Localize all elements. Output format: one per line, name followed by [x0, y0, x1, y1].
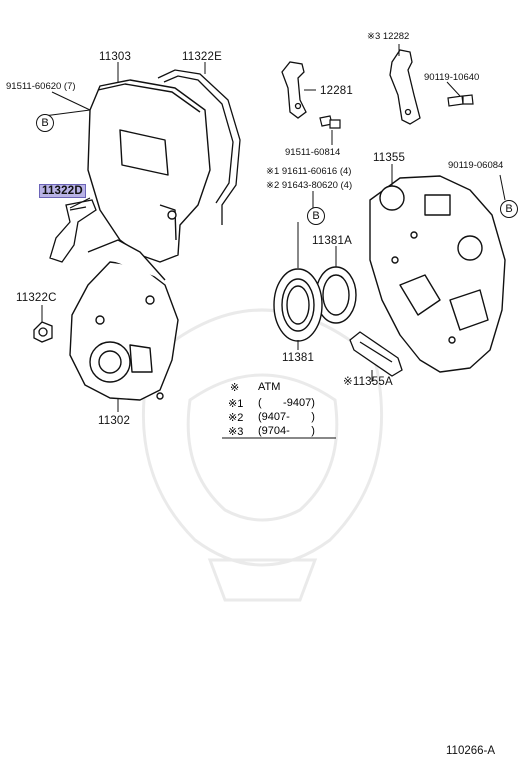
hanger-12281[interactable]: [281, 61, 307, 119]
label-11322C[interactable]: 11322C: [16, 292, 57, 304]
hanger-12282[interactable]: [389, 49, 421, 125]
label-11322E[interactable]: 11322E: [182, 51, 222, 63]
label-11303[interactable]: 11303: [99, 51, 132, 63]
legend-row-2: ※2 (9407- ): [228, 411, 315, 424]
label-90119-10640[interactable]: 90119-10640: [424, 72, 480, 83]
watermark-logo: [141, 308, 384, 602]
leader-lines: [41, 44, 506, 439]
label-91643-80620[interactable]: ※2 91643-80620 (4): [266, 180, 353, 191]
seal-11381A[interactable]: [315, 266, 357, 324]
label-11322D-highlighted[interactable]: 11322D: [39, 184, 86, 198]
label-12282[interactable]: ※3 12282: [367, 31, 410, 42]
label-11381A[interactable]: 11381A: [312, 235, 352, 247]
legend-value: ( -9407): [258, 397, 315, 409]
legend-symbol: ※1: [228, 398, 244, 410]
callout-b-right: B: [500, 200, 518, 218]
label-11302[interactable]: 11302: [98, 415, 131, 427]
label-91611-60616[interactable]: ※1 91611-60616 (4): [266, 166, 352, 177]
label-91511-60814[interactable]: 91511-60814: [285, 147, 341, 158]
retainer-11381[interactable]: [273, 268, 323, 342]
label-12281[interactable]: 12281: [320, 85, 353, 97]
callout-b-center: B: [307, 207, 325, 225]
legend-row-atm: ※ ATM: [230, 381, 280, 394]
gasket-11322D[interactable]: [49, 199, 97, 263]
legend-row-1: ※1 ( -9407): [228, 397, 315, 410]
timing-cover-11303[interactable]: [87, 79, 211, 263]
plug-11322C[interactable]: [33, 321, 53, 343]
label-11355[interactable]: 11355: [373, 152, 406, 164]
legend-symbol: ※2: [228, 412, 244, 424]
label-91511-60620[interactable]: 91511-60620 (7): [6, 81, 76, 92]
label-90119-06084[interactable]: 90119-06084: [448, 160, 504, 171]
bolt-90119-10640[interactable]: [447, 94, 474, 107]
callout-b-left: B: [36, 114, 54, 132]
legend-symbol: ※: [230, 382, 240, 394]
legend-row-3: ※3 (9704- ): [228, 425, 315, 438]
label-11355A[interactable]: ※11355A: [343, 376, 393, 388]
legend-symbol: ※3: [228, 426, 244, 438]
cover-11355A[interactable]: [349, 331, 403, 377]
footer-code: 110266-A: [446, 745, 496, 757]
gasket-11322E[interactable]: [157, 69, 241, 225]
bolt-91511-60814[interactable]: [319, 115, 341, 129]
lower-cover-11302[interactable]: [69, 239, 179, 401]
legend-value: (9407- ): [258, 411, 315, 423]
label-11381[interactable]: 11381: [282, 352, 315, 364]
legend-value: ATM: [258, 381, 281, 393]
end-plate-11355[interactable]: [369, 175, 506, 373]
legend-value: (9704- ): [258, 425, 315, 437]
